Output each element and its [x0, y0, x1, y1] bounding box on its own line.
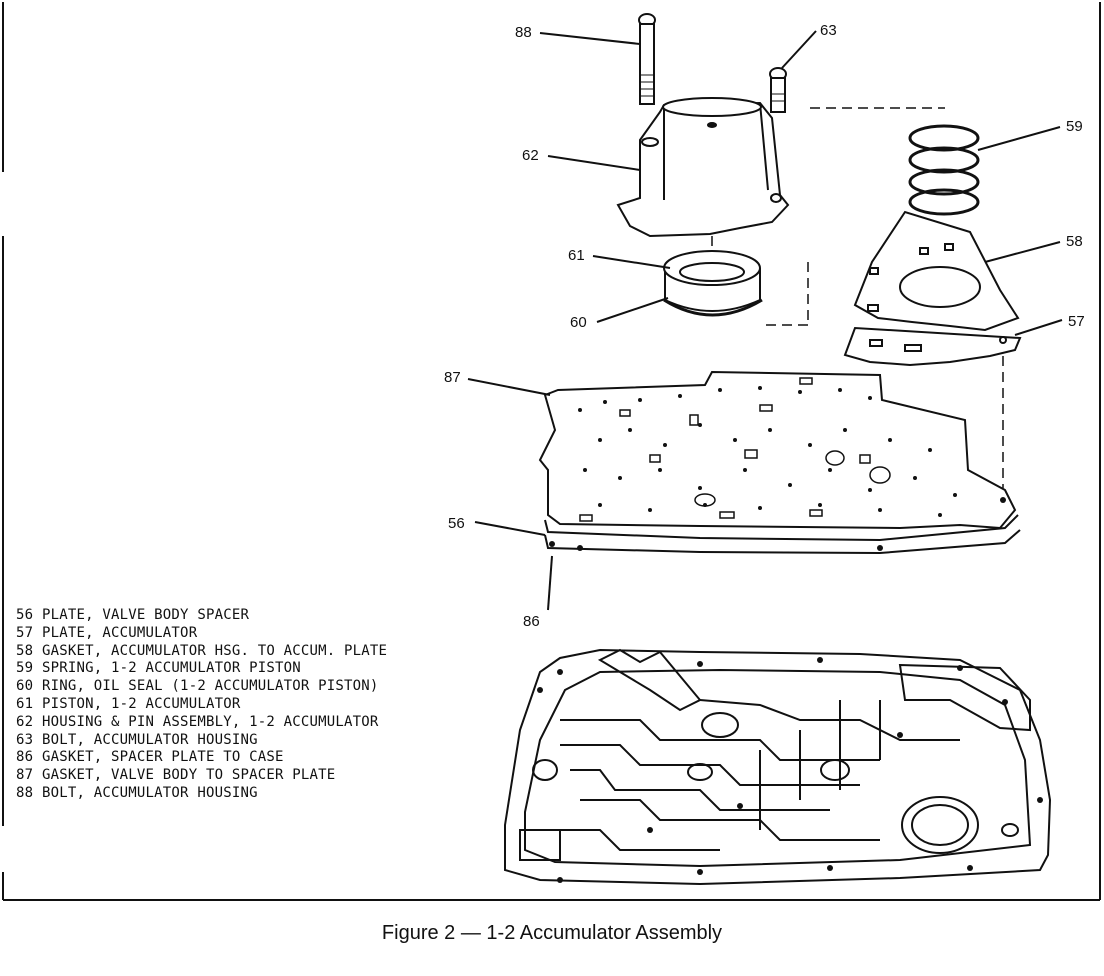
gasket-86-drawing [544, 514, 1021, 555]
callout-56: 56 [448, 515, 465, 532]
guide-lines [711, 107, 1004, 488]
plate-57-drawing [843, 326, 1022, 367]
bolt-88-drawing [638, 13, 656, 105]
callout-60: 60 [570, 314, 587, 331]
gasket-87-drawing [538, 370, 1017, 530]
valve-body-drawing [504, 648, 1052, 886]
callout-87: 87 [444, 369, 461, 386]
spring-59-drawing [908, 124, 980, 216]
callout-59: 59 [1066, 118, 1083, 135]
callout-88: 88 [515, 24, 532, 41]
callout-58: 58 [1066, 233, 1083, 250]
leader-lines [467, 30, 1063, 611]
ring-60-drawing [663, 298, 763, 317]
figure-border [2, 2, 1101, 901]
callout-61: 61 [568, 247, 585, 264]
housing-62-drawing [616, 97, 790, 238]
callout-86: 86 [523, 613, 540, 630]
valve-body-bolts [537, 657, 1043, 883]
bolt-63-drawing [769, 67, 787, 113]
gasket-58-drawing [853, 210, 1020, 332]
gasket-slots [579, 377, 891, 522]
callout-57: 57 [1068, 313, 1085, 330]
callout-63: 63 [820, 22, 837, 39]
figure-caption: Figure 2 — 1-2 Accumulator Assembly [381, 922, 723, 944]
callout-62: 62 [522, 147, 539, 164]
gasket-holes [549, 386, 1006, 551]
piston-61-drawing [663, 250, 761, 312]
